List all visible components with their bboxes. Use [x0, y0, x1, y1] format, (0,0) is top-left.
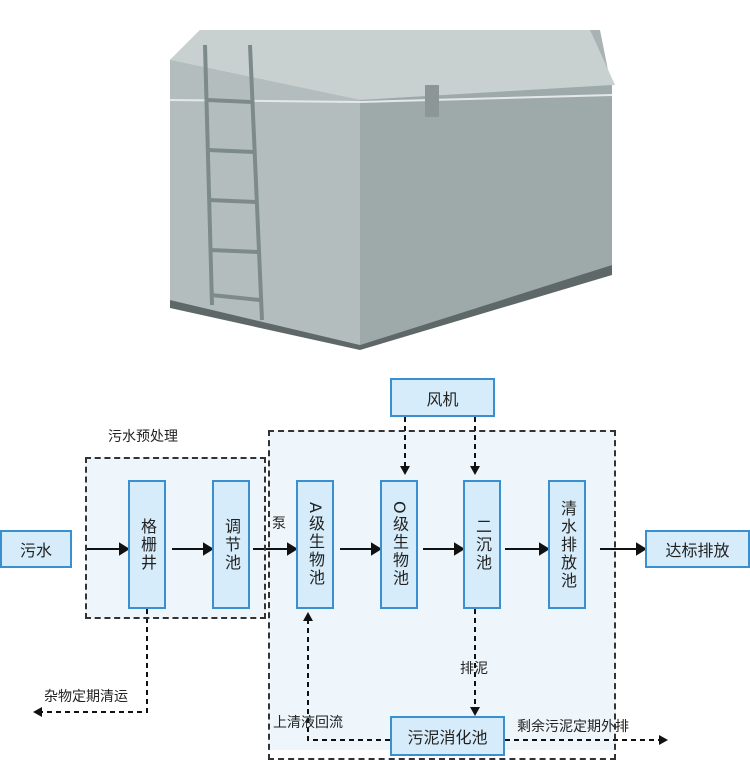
pump-label: 泵 [272, 516, 286, 532]
sludge-tank-box: 污泥消化池 [390, 716, 505, 756]
unit-anoxic-tank: A级生物池 [296, 480, 334, 609]
ladder-icon [203, 44, 264, 321]
unit-secondary-clarifier: 二沉池 [463, 480, 501, 609]
source-box: 污水 [0, 530, 72, 568]
pretreatment-label: 污水预处理 [108, 429, 178, 445]
output-box: 达标排放 [645, 530, 750, 568]
sludge-discharge-label: 排泥 [460, 661, 488, 677]
supernatant-label: 上清液回流 [273, 715, 343, 731]
debris-label: 杂物定期清运 [44, 689, 128, 705]
dashed-arrows [40, 417, 660, 741]
unit-aerobic-tank: O级生物池 [380, 480, 418, 609]
excess-sludge-label: 剩余污泥定期外排 [517, 719, 629, 735]
unit-clear-water-tank: 清水排放池 [548, 480, 586, 609]
blower-box: 风机 [390, 378, 495, 417]
flow-arrows [87, 542, 647, 556]
pretreatment-region [85, 457, 266, 619]
unit-equalization-tank: 调节池 [212, 480, 250, 609]
unit-grit-well: 格栅井 [128, 480, 166, 609]
